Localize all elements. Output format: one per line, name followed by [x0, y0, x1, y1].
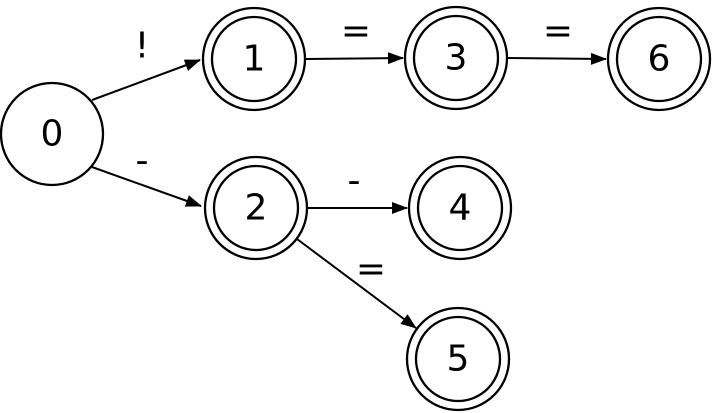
transition-3-6: = [507, 11, 607, 65]
state-4: 4 [407, 155, 513, 261]
state-accepting-ring [615, 15, 703, 103]
transition-label: - [348, 161, 361, 202]
state-2: 2 [203, 155, 309, 261]
state-accepting-ring [412, 14, 500, 102]
state-6: 6 [606, 6, 712, 112]
state-label: 0 [41, 114, 64, 155]
state-outer-circle [201, 6, 307, 112]
transition-label: ! [135, 26, 149, 67]
transition-0-1: ! [91, 26, 201, 101]
state-label: 1 [243, 39, 266, 80]
state-outer-circle [606, 6, 712, 112]
transition-label: - [136, 141, 149, 182]
transition-line [91, 166, 202, 207]
state-label: 5 [447, 339, 470, 380]
state-outer-circle [407, 155, 513, 261]
state-outer-circle [403, 5, 509, 111]
transition-label: = [543, 11, 573, 52]
state-outer-circle [0, 81, 105, 187]
state-accepting-ring [212, 164, 300, 252]
state-1: 1 [201, 6, 307, 112]
transition-line [507, 52, 607, 65]
transition-line [296, 238, 417, 329]
state-outer-circle [405, 306, 511, 412]
transition-label: = [341, 11, 371, 52]
transition-0-2: - [91, 141, 202, 207]
state-accepting-ring [210, 15, 298, 103]
state-label: 4 [449, 188, 472, 229]
state-label: 3 [445, 38, 468, 79]
transition-2-4: - [308, 161, 408, 214]
state-label: 2 [245, 188, 268, 229]
transitions-layer: ! = = - - = [91, 11, 607, 329]
states-layer: 0 1 3 6 2 4 5 [0, 5, 712, 412]
state-accepting-ring [416, 164, 504, 252]
transition-line [305, 52, 404, 65]
transition-label: = [356, 249, 386, 290]
state-5: 5 [405, 306, 511, 412]
transition-1-3: = [305, 11, 404, 65]
state-accepting-ring [414, 315, 502, 403]
transition-2-5: = [296, 238, 417, 329]
state-outer-circle [203, 155, 309, 261]
transition-line [91, 59, 201, 101]
state-0: 0 [0, 81, 105, 187]
state-label: 6 [648, 39, 671, 80]
state-3: 3 [403, 5, 509, 111]
